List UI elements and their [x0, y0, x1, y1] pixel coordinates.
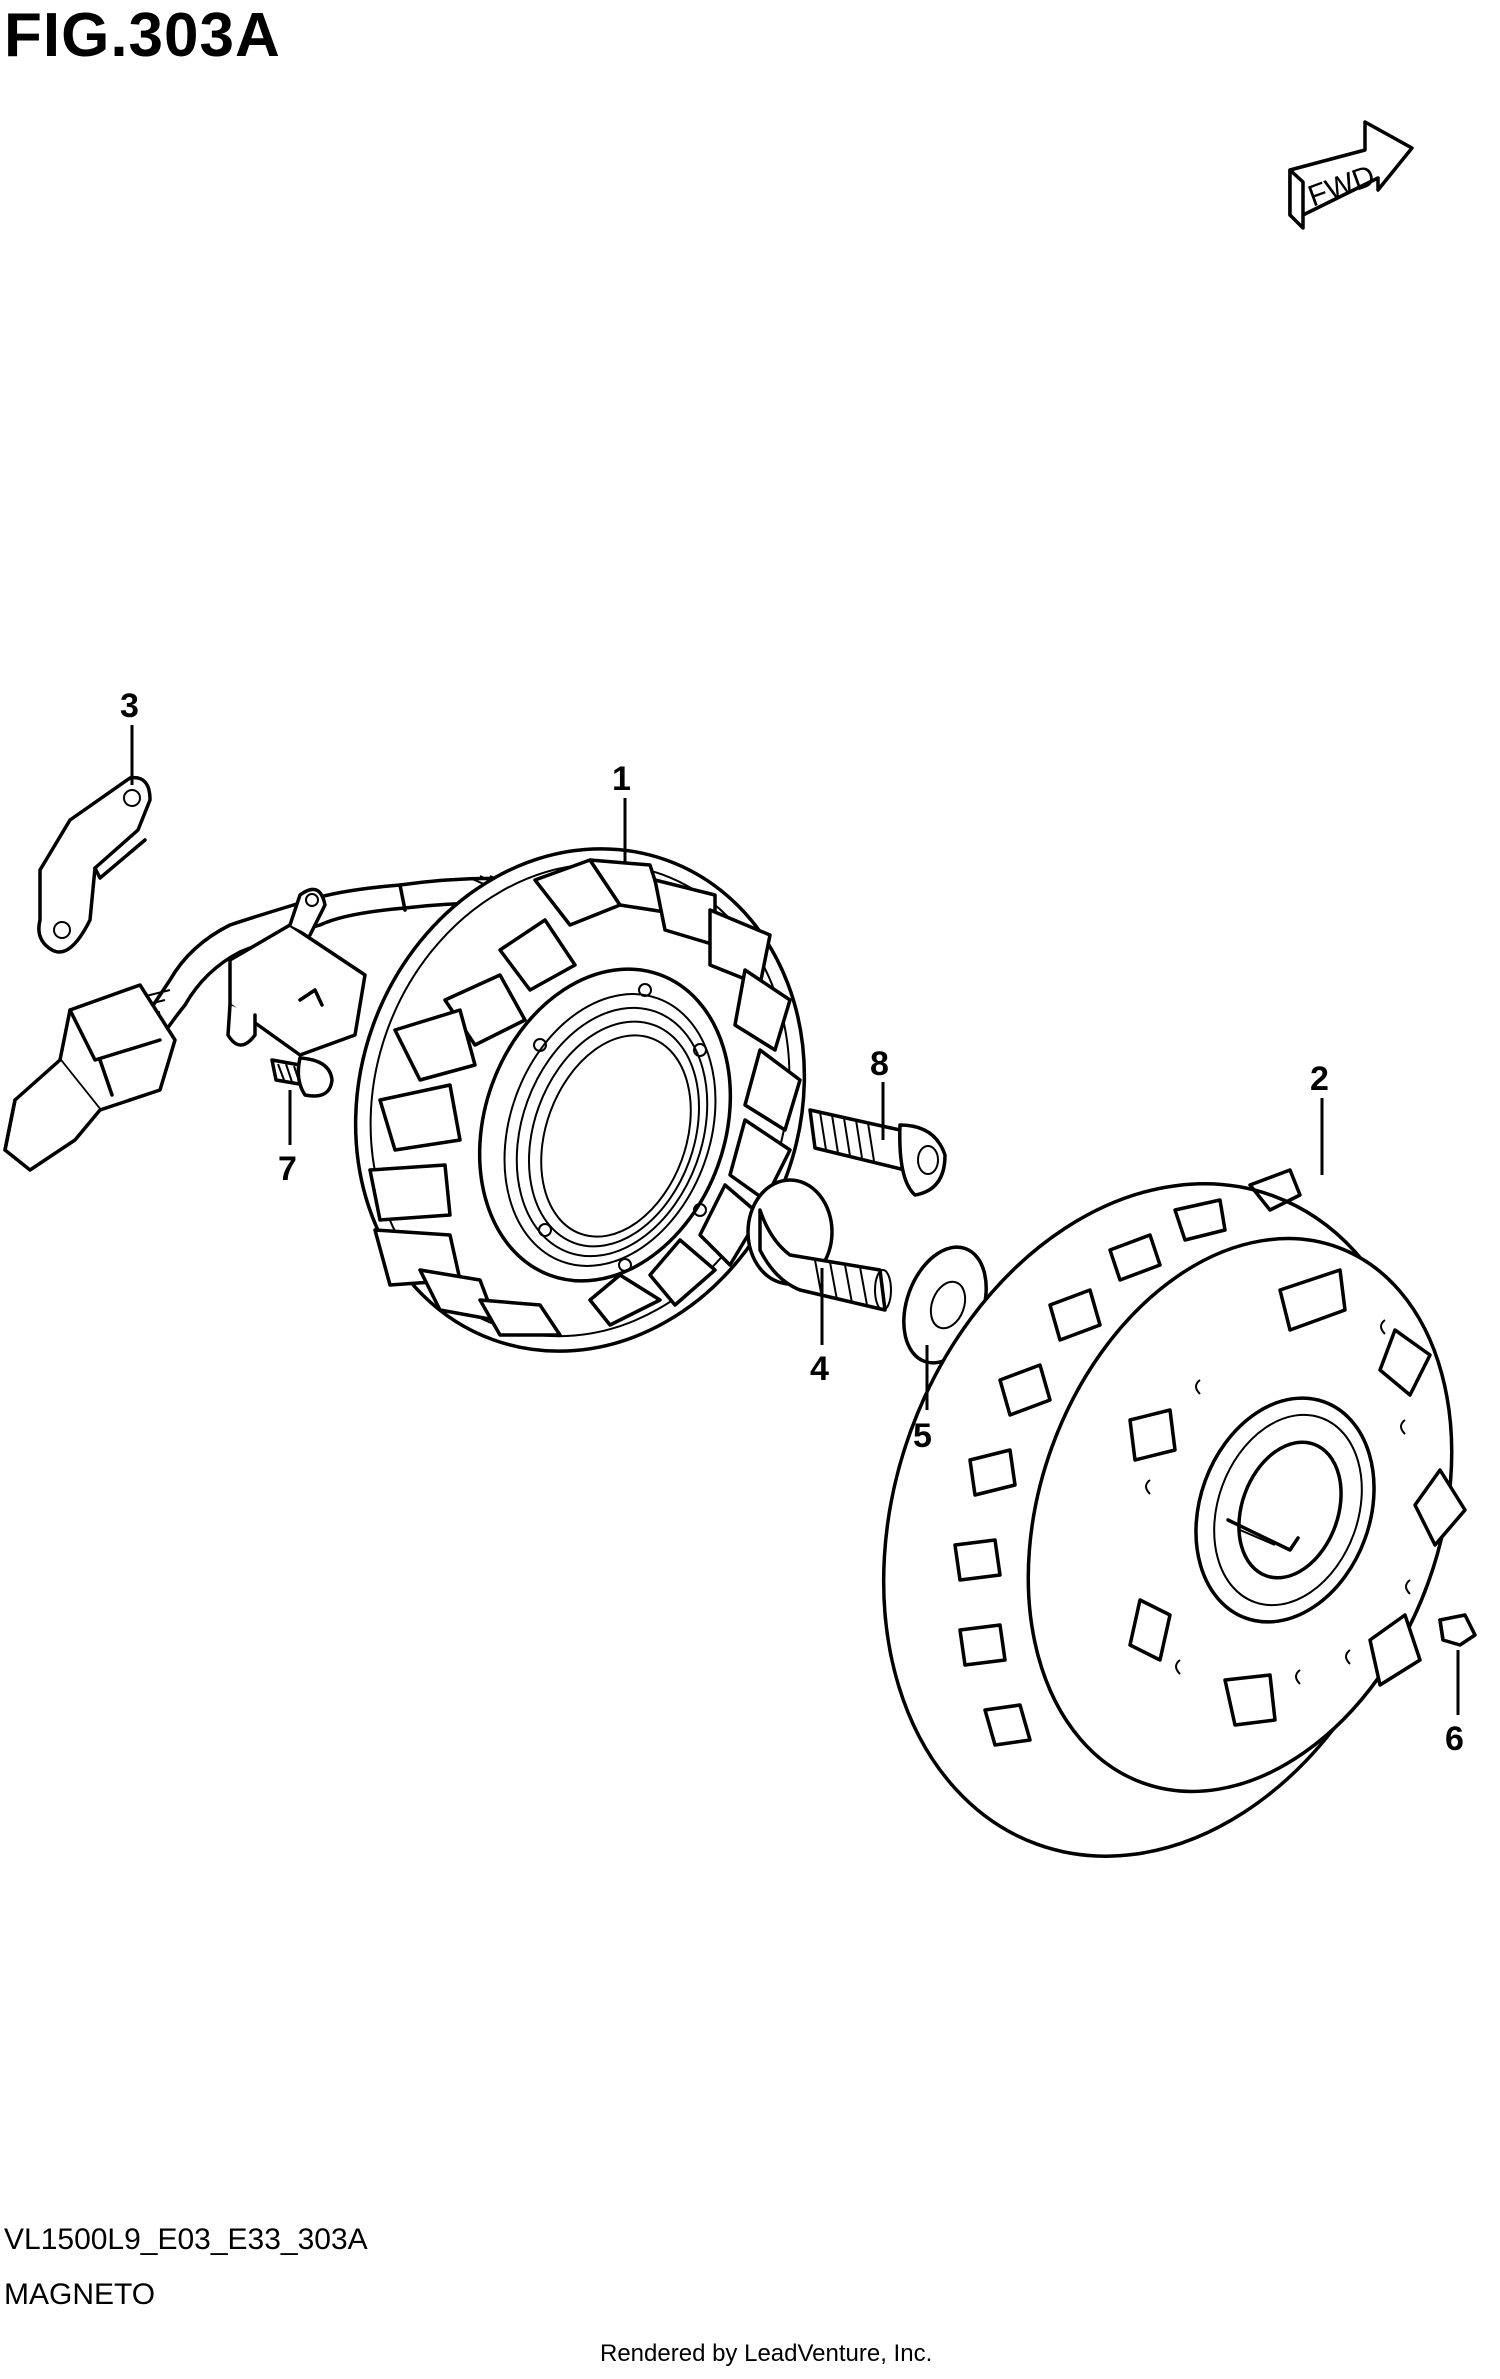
- bracket-part-3[interactable]: [37, 775, 152, 954]
- bolt-part-8[interactable]: [808, 1108, 947, 1197]
- callout-1: 1: [612, 760, 631, 798]
- callout-4: 4: [810, 1350, 829, 1388]
- callout-8: 8: [870, 1045, 889, 1083]
- screw-part-7[interactable]: [270, 1056, 334, 1098]
- stator-coils: [368, 858, 802, 1337]
- rotor-part-2[interactable]: [793, 1107, 1500, 1933]
- callout-labels: 1 2 3 4 5 6 7 8: [120, 687, 1464, 1758]
- key-part-6[interactable]: [1438, 1613, 1477, 1647]
- callout-6: 6: [1445, 1720, 1464, 1758]
- callout-3: 3: [120, 687, 139, 725]
- plug-connector: [3, 983, 177, 1172]
- section-name: MAGNETO: [4, 2278, 156, 2311]
- stator-part-1[interactable]: [286, 785, 874, 1415]
- render-credit: Rendered by LeadVenture, Inc.: [600, 2340, 933, 2367]
- fwd-arrow-icon: FWD: [1288, 120, 1414, 230]
- rotor-magnets: [1128, 1268, 1467, 1727]
- callout-2: 2: [1310, 1060, 1329, 1098]
- callout-5: 5: [913, 1417, 932, 1455]
- callout-7: 7: [278, 1150, 297, 1188]
- diagram-code: VL1500L9_E03_E33_303A: [4, 2223, 368, 2256]
- flange-bolt-part-4[interactable]: [746, 1178, 892, 1312]
- figure-title: FIG.303A: [4, 1, 281, 70]
- connector-block: [226, 887, 367, 1057]
- leader-lines: [130, 725, 1460, 1715]
- rotor-rim-slots: [953, 1168, 1302, 1747]
